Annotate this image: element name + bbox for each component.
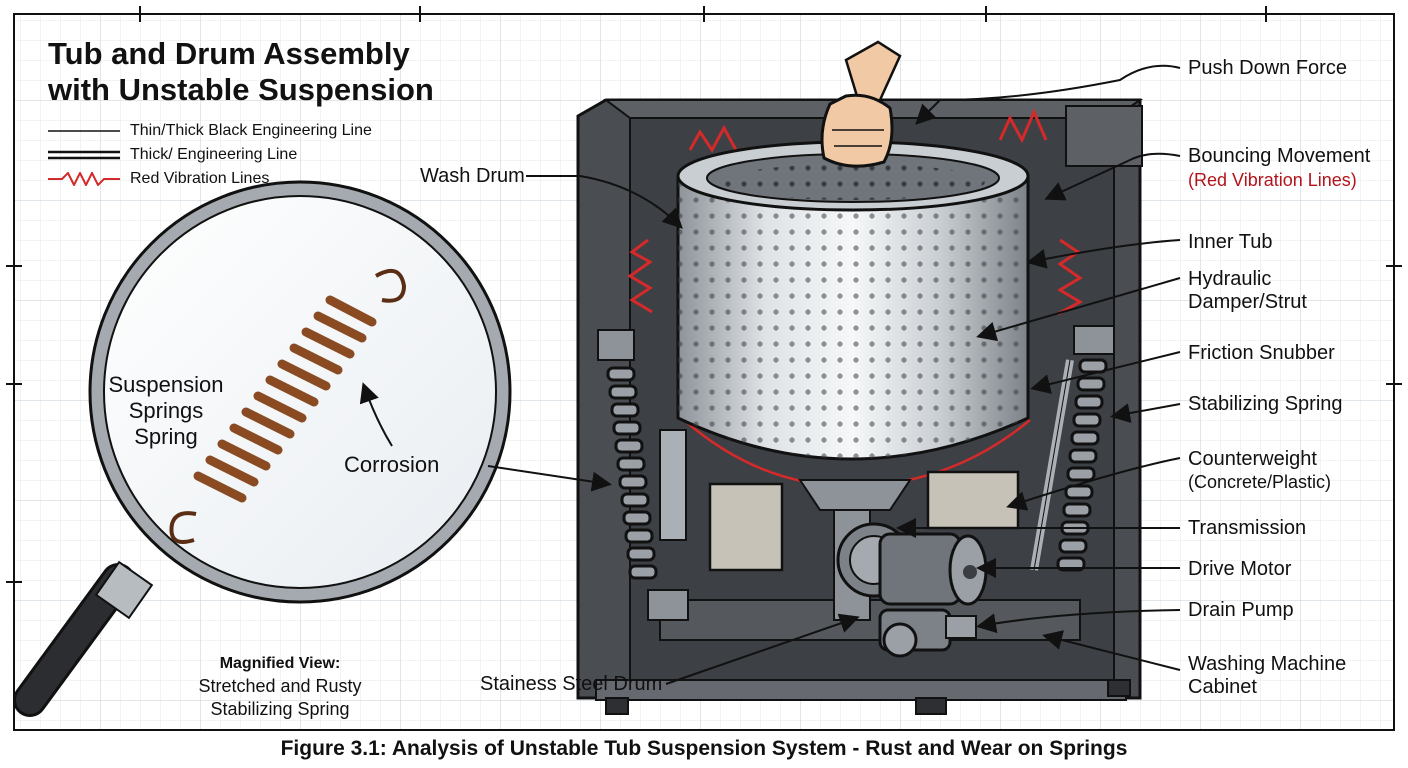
label-drain-pump: Drain Pump [1188,599,1294,621]
label-drive-motor: Drive Motor [1188,558,1292,580]
label-red-vibration-lines: (Red Vibration Lines) [1188,170,1357,190]
magnifier-springs-line-1: Suspension [108,372,224,397]
figure-caption: Figure 3.1: Analysis of Unstable Tub Sus… [280,737,1128,760]
label-wash-drum: Wash Drum [420,165,525,187]
magnifier-corrosion-label: Corrosion [344,452,440,477]
label-hydraulic: Hydraulic [1188,268,1272,290]
title-line-1: Tub and Drum Assembly [48,36,410,71]
magnifier-caption-line-2: Stabilizing Spring [210,699,350,719]
legend: Thin/Thick Black Engineering Line Thick/… [48,120,408,192]
label-washing-machine: Washing Machine [1188,653,1347,675]
wash-drum [676,140,1030,511]
label-cabinet: Cabinet [1188,676,1257,698]
label-inner-tub: Inner Tub [1188,231,1273,253]
magnifier-caption-title: Magnified View: [219,655,341,672]
leader-lines [359,64,1181,685]
label-stabilizing-spring: Stabilizing Spring [1188,393,1343,415]
title-line-2: with Unstable Suspension [48,72,434,107]
magnifier-caption-line-1: Stretched and Rusty [198,676,362,696]
label-push-down-force: Push Down Force [1188,57,1347,79]
legend-item-vibration: Red Vibration Lines [48,168,408,192]
frame-ticks [6,6,1402,583]
thick-line-icon [48,150,120,160]
label-counterweight-material: (Concrete/Plastic) [1188,472,1332,492]
counterweights [708,470,1020,572]
label-stainless-steel-drum: Stainess Steel Drum [480,673,663,695]
magnifier-springs-line-3: Spring [134,424,198,449]
hand-icon [820,40,902,168]
page-title: Tub and Drum Assembly with Unstable Susp… [48,36,434,108]
label-friction-snubber: Friction Snubber [1188,342,1335,364]
rusty-spring [169,268,407,544]
magnifier-leader [487,465,612,492]
legend-item-thick: Thick/ Engineering Line [48,144,408,168]
label-damper-strut: Damper/Strut [1188,291,1307,313]
magnifier-caption: Magnified View: Stretched and Rusty Stab… [180,652,380,721]
magnifier [13,180,512,717]
vibration-line-icon [48,172,120,186]
legend-label: Thick/ Engineering Line [130,146,298,163]
legend-item-thin: Thin/Thick Black Engineering Line [48,120,408,144]
thin-line-icon [48,130,120,132]
legend-label: Red Vibration Lines [130,170,270,187]
left-suspension [597,329,689,621]
label-transmission: Transmission [1188,517,1307,539]
label-bouncing-movement: Bouncing Movement [1188,145,1371,167]
magnifier-springs-line-2: Springs [128,398,204,423]
legend-label: Thin/Thick Black Engineering Line [130,122,372,139]
magnifier-springs-label: Suspension Springs Spring [96,372,236,450]
label-counterweight: Counterweight [1188,448,1317,470]
